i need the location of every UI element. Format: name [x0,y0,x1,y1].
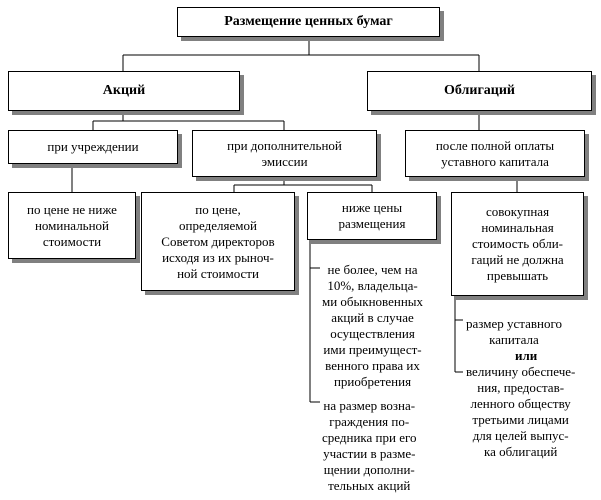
total-nominal-box: совокупная номинальная стоимость обли- г… [451,192,584,296]
at-founding-label: при учреждении [47,139,139,154]
connector-shares-to-children [92,111,285,130]
not-below-nominal-box: по цене не ниже номинальной стоимости [8,192,136,259]
total-nominal-label: совокупная номинальная стоимость обли- г… [471,204,564,283]
shares-box: Акций [8,71,240,111]
share-condition-first: не более, чем на 10%, владельца- ми обык… [322,262,424,389]
after-full-payment-box: после полной оплаты уставного капитала [405,130,585,177]
below-placement-price-box: ниже цены размещения [307,192,437,240]
additional-issue-box: при дополнительной эмиссии [192,130,377,177]
bonds-label: Облигаций [443,83,516,98]
at-founding-box: при учреждении [8,130,178,164]
connector-root-to-children [122,37,480,71]
root-label: Размещение ценных бумаг [224,14,393,29]
below-placement-price-label: ниже цены размещения [338,200,406,231]
bonds-box: Облигаций [367,71,592,111]
shares-label: Акций [102,83,146,98]
root-box: Размещение ценных бумаг [177,7,440,37]
connector-below-price-bracket [309,240,320,403]
board-price-box: по цене, определяемой Советом директоров… [141,192,295,291]
additional-issue-label: при дополнительной эмиссии [227,137,342,169]
bond-condition-second: величину обеспече- ния, предостав- ленно… [466,364,576,459]
bond-condition-separator: или [515,348,538,363]
connector-additional-to-children [233,177,373,192]
bond-condition-first: размер уставного капитала [466,316,562,347]
not-below-nominal-label: по цене не ниже номинальной стоимости [27,201,117,249]
connector-total-nominal-bracket [454,296,463,373]
board-price-label: по цене, определяемой Советом директоров… [161,201,275,281]
after-full-payment-label: после полной оплаты уставного капитала [435,137,555,169]
share-condition-second: на размер возна- граждения по- средника … [322,398,417,493]
